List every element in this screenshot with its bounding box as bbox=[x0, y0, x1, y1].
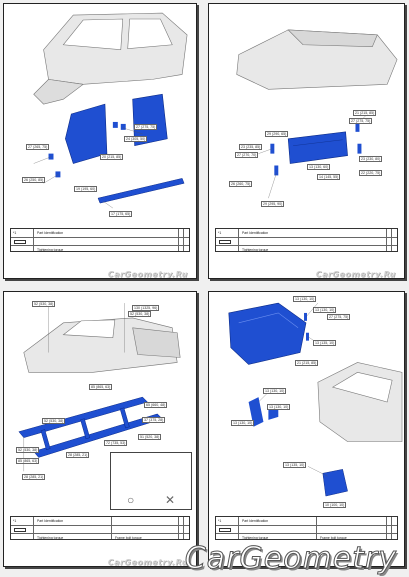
tailgate-assembly-illustration bbox=[236, 29, 398, 199]
watermark: CarGeometry.Ru bbox=[107, 270, 188, 279]
legend-table: *1 Part Identification Tightening torque bbox=[10, 228, 190, 252]
color-swatch bbox=[14, 528, 26, 532]
table-description: Tightening torque bbox=[37, 248, 64, 252]
torque-callout: 13 (130, 10) bbox=[231, 420, 255, 426]
ok-mark: ○ bbox=[127, 493, 135, 507]
torque-callout: 19 (195, 60) bbox=[74, 186, 98, 192]
hood-fender-illustration bbox=[228, 302, 403, 497]
torque-callout: 27 (275, 75) bbox=[327, 314, 351, 320]
torque-callout: 52 (530, 38) bbox=[32, 301, 56, 307]
torque-callout: 14 (145, 55) bbox=[317, 174, 341, 180]
torque-callout: 13 (135, 10) bbox=[313, 340, 337, 346]
torque-callout: 23 (230, 80) bbox=[359, 156, 383, 162]
torque-callout: 13 (130, 10) bbox=[313, 307, 337, 313]
table-description-alt: Frame bolt torque bbox=[320, 536, 347, 540]
page-doors: 27 (275, 75) 24 (305, 50) 20 (215, 85) 2… bbox=[3, 3, 197, 279]
torque-callout: 24 (305, 50) bbox=[124, 136, 148, 142]
torque-callout: 27 (275, 75) bbox=[134, 124, 158, 130]
torque-callout: 65 (660, 48) bbox=[144, 402, 168, 408]
color-swatch bbox=[219, 528, 231, 532]
torque-callout: 52 (530, 38) bbox=[128, 311, 152, 317]
table-description-alt: Frame bolt torque bbox=[115, 536, 142, 540]
color-swatch bbox=[219, 240, 231, 244]
torque-callout: 20 (215, 85) bbox=[100, 154, 124, 160]
table-title: Part Identification bbox=[37, 519, 64, 523]
torque-callout: 28 (285, 21) bbox=[22, 474, 46, 480]
page-frame: 130 (1325, 96) 52 (530, 38) 52 (530, 38)… bbox=[3, 291, 197, 567]
torque-callout: 27 (270, 70) bbox=[235, 152, 259, 158]
torque-callout: 72 (735, 53) bbox=[104, 440, 128, 446]
page-hood-fender: 13 (130, 10) 13 (130, 10) 27 (275, 75) 1… bbox=[208, 291, 405, 567]
torque-callout: 23 (235, 85) bbox=[239, 144, 263, 150]
legend-table: *1 Part Identification Tightening torque F… bbox=[215, 516, 398, 540]
torque-callout: 85 (865, 63) bbox=[16, 458, 40, 464]
torque-callout: 17 (175, 65) bbox=[109, 211, 133, 217]
torque-callout: 52 (530, 38) bbox=[42, 418, 66, 424]
torque-callout: 28 (285, 21) bbox=[66, 452, 90, 458]
table-code: *1 bbox=[13, 231, 17, 235]
legend-table: *1 Part Identification Tightening torque bbox=[215, 228, 398, 252]
torque-callout: 10 (100, 10) bbox=[323, 502, 347, 508]
torque-callout: 26 (260, 75) bbox=[229, 181, 253, 187]
torque-callout: 21 (215, 85) bbox=[353, 110, 377, 116]
torque-callout: 51 (520, 38) bbox=[138, 434, 162, 440]
torque-callout: 85 (865, 63) bbox=[89, 384, 113, 390]
torque-callout: 29 (295, 90) bbox=[261, 201, 285, 207]
torque-callout: 22 (220, 75) bbox=[359, 170, 383, 176]
table-description: Tightening torque bbox=[37, 536, 64, 540]
color-swatch bbox=[14, 240, 26, 244]
table-code: *1 bbox=[218, 231, 222, 235]
main-watermark: CarGeometry bbox=[184, 541, 397, 577]
torque-callout: 13 (135, 10) bbox=[283, 462, 307, 468]
torque-callout: 27 (275, 75) bbox=[349, 118, 373, 124]
table-description: Tightening torque bbox=[242, 248, 269, 252]
door-assembly-illustration bbox=[33, 12, 188, 209]
torque-callout: 37 (375, 28) bbox=[142, 417, 166, 423]
torque-callout: 27 (265, 75) bbox=[26, 144, 50, 150]
table-title: Part Identification bbox=[37, 231, 64, 235]
ng-mark: ✕ bbox=[165, 493, 176, 507]
torque-callout: 52 (530, 38) bbox=[16, 447, 40, 453]
torque-callout: 13 (130, 10) bbox=[293, 296, 317, 302]
page-tailgate: 21 (215, 85) 27 (275, 75) 29 (290, 65) 2… bbox=[208, 3, 405, 279]
table-title: Part Identification bbox=[242, 519, 269, 523]
watermark: CarGeometry.Ru bbox=[107, 558, 188, 567]
table-description: Tightening torque bbox=[242, 536, 269, 540]
frame-assembly-illustration bbox=[18, 303, 181, 484]
table-title: Part Identification bbox=[242, 231, 269, 235]
watermark: CarGeometry.Ru bbox=[315, 270, 396, 279]
torque-callout: 21 (215, 85) bbox=[295, 360, 319, 366]
torque-callout: 26 (250, 85) bbox=[22, 177, 46, 183]
legend-table: *1 Part Identification Tightening torque F… bbox=[10, 516, 190, 540]
torque-callout: 29 (290, 65) bbox=[265, 131, 289, 137]
torque-callout: 13 (130, 10) bbox=[267, 404, 291, 410]
table-code: *1 bbox=[13, 519, 17, 523]
torque-callout: 130 (1325, 96) bbox=[132, 305, 160, 311]
table-code: *1 bbox=[218, 519, 222, 523]
bolt-orientation-legend: ○ ✕ bbox=[110, 452, 192, 510]
torque-callout: 13 (130, 10) bbox=[263, 388, 287, 394]
torque-callout: 13 (130, 60) bbox=[307, 164, 331, 170]
